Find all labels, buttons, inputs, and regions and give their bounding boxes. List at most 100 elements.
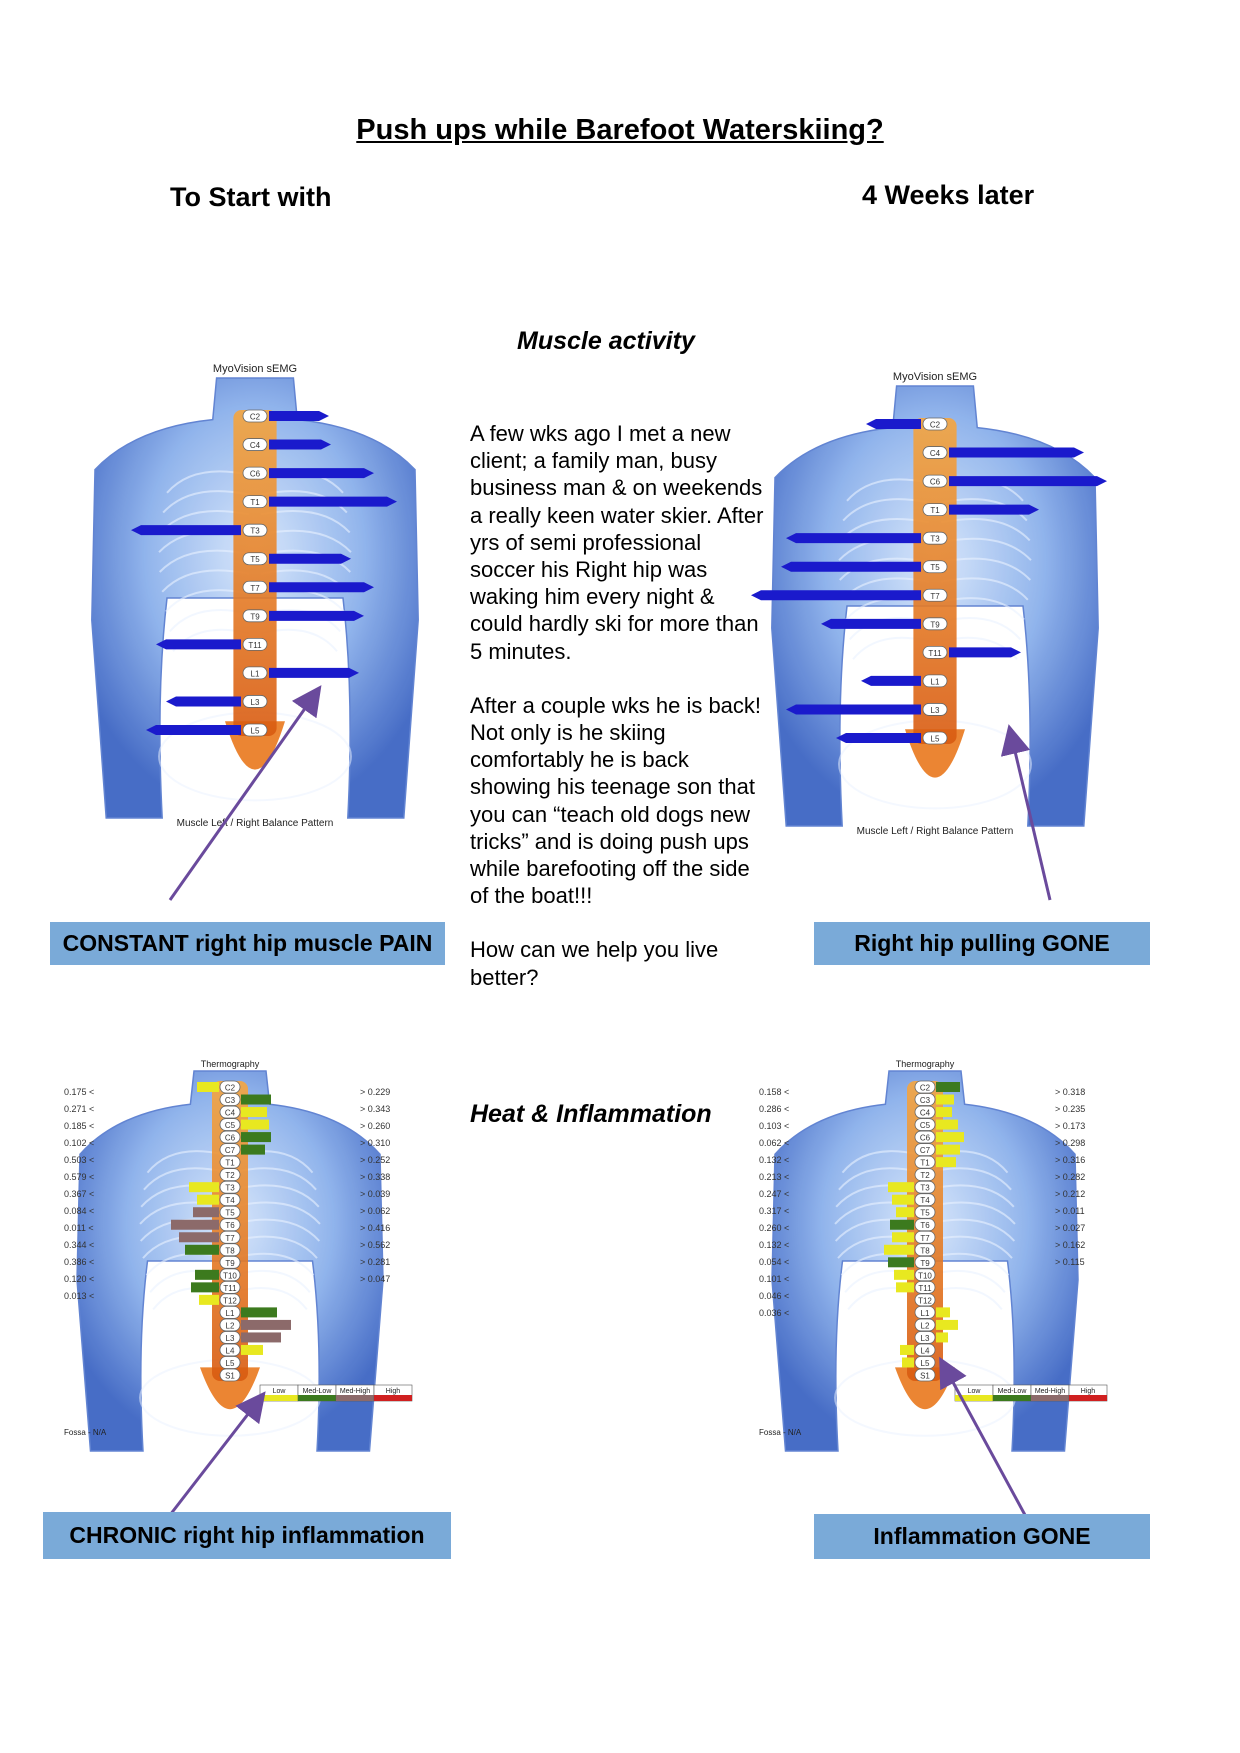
thermo-bar [936, 1332, 948, 1343]
vertebra-label: T10 [914, 1268, 936, 1282]
svg-text:T11: T11 [918, 1284, 932, 1293]
thermo-value-left: 0.386 < [64, 1257, 94, 1267]
thermo-bar [241, 1144, 265, 1155]
svg-text:T7: T7 [225, 1234, 235, 1243]
svg-text:Med-Low: Med-Low [998, 1388, 1028, 1395]
vertebra-label: S1 [219, 1368, 241, 1382]
thermo-value-right: > 0.212 [1055, 1189, 1085, 1199]
thermo-value-left: 0.344 < [64, 1240, 94, 1250]
svg-text:High: High [386, 1388, 401, 1395]
svg-text:High: High [1081, 1388, 1096, 1395]
thermo-bar [241, 1119, 269, 1130]
thermo-value-left: 0.120 < [64, 1274, 94, 1284]
callout-thermo-after: Inflammation GONE [814, 1514, 1150, 1559]
svg-text:C4: C4 [250, 441, 261, 450]
thermo-value-right: > 0.310 [360, 1138, 390, 1148]
svg-text:T4: T4 [920, 1196, 930, 1205]
thermo-bar [888, 1182, 914, 1193]
svg-text:T7: T7 [930, 592, 940, 601]
svg-text:C6: C6 [225, 1134, 236, 1143]
thermo-value-left: 0.132 < [759, 1240, 789, 1250]
vertebra-label: C7 [914, 1143, 936, 1157]
vertebra-label: L2 [914, 1318, 936, 1332]
svg-text:L2: L2 [921, 1321, 930, 1330]
thermo-value-right: > 0.229 [360, 1087, 390, 1097]
emg-bar-right [269, 610, 364, 621]
svg-text:L5: L5 [921, 1359, 930, 1368]
vertebra-label: C4 [922, 446, 948, 459]
svg-text:T8: T8 [920, 1246, 930, 1255]
vertebra-label: C4 [219, 1105, 241, 1119]
vertebra-label: L1 [219, 1305, 241, 1319]
thermo-bar [892, 1232, 914, 1243]
thermo-value-left: 0.132 < [759, 1155, 789, 1165]
vertebra-label: T9 [922, 617, 948, 631]
vertebra-label: C2 [219, 1080, 241, 1094]
svg-text:C2: C2 [930, 421, 941, 430]
thermo-bar [936, 1307, 950, 1318]
thermo-value-right: > 0.338 [360, 1172, 390, 1182]
thermography-figure-after: ThermographyC2C3C4C5C6C7T1T2T3T4T5T6T7T8… [759, 1059, 1108, 1452]
story-text: A few wks ago I met a new client; a fami… [470, 420, 770, 1018]
thermo-value-left: 0.158 < [759, 1087, 789, 1097]
semg-footer: Muscle Left / Right Balance Pattern [857, 826, 1014, 837]
thermography-footer: Fossa - N/A [759, 1428, 802, 1437]
svg-text:T12: T12 [223, 1296, 237, 1305]
thermo-value-right: > 0.252 [360, 1155, 390, 1165]
svg-text:T10: T10 [223, 1271, 237, 1280]
thermo-value-right: > 0.039 [360, 1189, 390, 1199]
story-paragraph: A few wks ago I met a new client; a fami… [470, 421, 764, 664]
thermo-bars [171, 1082, 291, 1355]
vertebra-label: T7 [922, 588, 948, 602]
emg-bar-right [269, 553, 351, 564]
svg-text:T1: T1 [930, 506, 940, 515]
thermography-header: Thermography [896, 1059, 955, 1069]
vertebra-label: L4 [914, 1343, 936, 1357]
vertebra-label: T3 [242, 523, 268, 537]
vertebra-label: T9 [219, 1255, 241, 1269]
vertebra-label: T5 [219, 1205, 241, 1219]
thermo-bar [936, 1132, 964, 1143]
thermo-bar [241, 1307, 277, 1318]
svg-text:T7: T7 [250, 584, 260, 593]
vertebra-label: C5 [914, 1118, 936, 1131]
column-heading-left: To Start with [170, 182, 332, 212]
vertebra-label: C7 [219, 1143, 241, 1157]
vertebra-label: C4 [242, 438, 268, 451]
thermo-value-right: > 0.047 [360, 1274, 390, 1284]
svg-text:T8: T8 [225, 1246, 235, 1255]
thermo-bar [936, 1082, 960, 1092]
emg-bar-left [861, 675, 921, 686]
emg-bar-right [949, 504, 1039, 515]
svg-text:L2: L2 [226, 1321, 235, 1330]
thermo-value-left: 0.062 < [759, 1138, 789, 1148]
svg-text:T9: T9 [920, 1259, 930, 1268]
thermo-value-left: 0.579 < [64, 1172, 94, 1182]
vertebra-label: T12 [914, 1293, 936, 1307]
vertebra-label: T12 [219, 1293, 241, 1307]
svg-text:T6: T6 [225, 1221, 235, 1230]
thermo-bar [193, 1207, 219, 1218]
svg-text:T5: T5 [920, 1209, 930, 1218]
vertebra-label: T1 [219, 1155, 241, 1169]
thermo-bar [241, 1344, 263, 1355]
vertebra-label: C5 [219, 1118, 241, 1131]
vertebra-label: T1 [242, 495, 268, 509]
semg-figure-before: MyoVision sEMGC2C4C6T1T3T5T7T9T11L1L3L5M… [91, 363, 419, 829]
vertebra-label: C3 [914, 1093, 936, 1106]
svg-text:T6: T6 [920, 1221, 930, 1230]
emg-bar-right [269, 582, 374, 593]
thermo-bar [936, 1319, 958, 1330]
svg-text:T10: T10 [918, 1271, 932, 1280]
svg-text:Med-High: Med-High [1035, 1388, 1065, 1395]
vertebra-label: S1 [914, 1368, 936, 1382]
emg-bar-right [949, 476, 1107, 487]
svg-text:L3: L3 [226, 1334, 235, 1343]
svg-text:C5: C5 [920, 1121, 931, 1130]
vertebra-label: C2 [914, 1080, 936, 1094]
vertebra-label: L5 [922, 731, 948, 745]
vertebra-label: T10 [219, 1268, 241, 1282]
spine-column: C2C3C4C5C6C7T1T2T3T4T5T6T7T8T9T10T11T12L… [907, 1080, 943, 1382]
emg-bar-left [781, 561, 921, 572]
